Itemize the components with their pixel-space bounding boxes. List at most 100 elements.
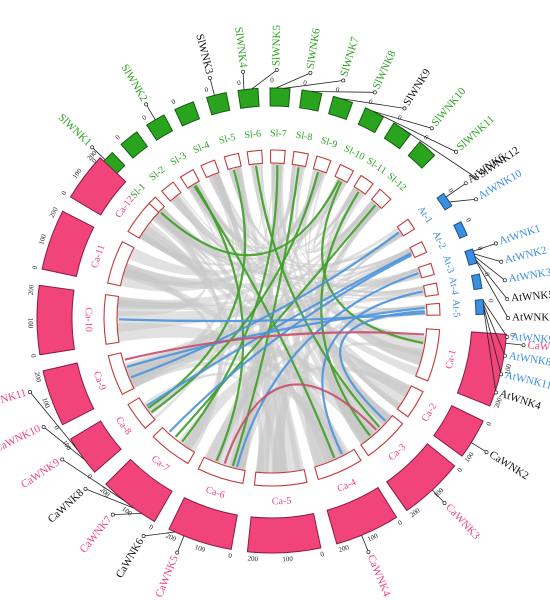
gene-label-slwnk9: SlWNK9	[401, 67, 433, 108]
gene-dot-cawnk3	[442, 501, 447, 505]
outer-block-ca-10	[36, 284, 76, 356]
outer-block-sl-9	[328, 95, 354, 121]
gene-leader-slwnk7	[283, 80, 344, 89]
outer-block-at-1	[436, 192, 453, 211]
gene-label-slwnk1: SlWNK1	[56, 112, 94, 149]
gene-label-slwnk8: SlWNK8	[371, 48, 399, 91]
gene-link-at-1-ca-9	[130, 231, 400, 379]
tick-label-ca-1: 100	[503, 363, 513, 375]
gene-dot-cawnk8	[83, 486, 88, 491]
gene-leader-cawnk2	[471, 442, 487, 453]
gene-leader-slwnk6	[275, 72, 311, 89]
gene-leader-slwnk9	[341, 98, 405, 109]
gene-leader-cawnk3	[431, 489, 445, 504]
tick-label-ca-3: 0	[456, 466, 465, 474]
gene-label-cawnk9: CaWNK9	[19, 456, 63, 491]
inner-block-ca-2	[396, 385, 424, 418]
gene-link-sl-12-ca-7	[174, 204, 377, 438]
tick-label-sl-6: 0	[237, 79, 242, 87]
chrom-label-sl-10: Sl-10	[342, 143, 366, 163]
gene-link-at-2-ca-8	[146, 252, 412, 407]
tick-label-ca-10: 200	[27, 284, 36, 296]
outer-block-sl-5	[206, 92, 231, 116]
synteny-ribbon	[289, 164, 410, 400]
gene-dot-cawnk10	[41, 424, 46, 429]
gene-link-ca-3-ca-6	[223, 383, 378, 464]
synteny-ribbon	[337, 342, 424, 421]
gene-leader-atwnk4	[483, 309, 497, 393]
gene-leader-slwnk4	[242, 71, 245, 90]
gene-dot-atwnk2	[499, 259, 504, 264]
gene-link-at-2-ca-7	[168, 254, 413, 433]
chrom-label-sl-5: Sl-5	[218, 132, 237, 147]
chrom-label-sl-6: Sl-6	[244, 128, 262, 141]
tick-label-sl-7: 0	[270, 77, 274, 85]
gene-dot-slwnk12	[474, 176, 479, 181]
gene-label-atwnk9: AtWNK9	[511, 331, 550, 346]
gene-leader-slwnk3	[209, 77, 215, 96]
gene-dot-slwnk1	[90, 145, 95, 150]
gene-label-atwnk4: AtWNK4	[498, 388, 543, 413]
chrom-label-sl-12: Sl-12	[385, 171, 408, 194]
gene-dot-atwnk8	[503, 353, 507, 358]
inner-block-ca-1	[414, 328, 441, 382]
outer-block-sl-10	[357, 107, 385, 134]
gene-dot-atwnk11	[499, 372, 504, 377]
outer-block-sl-3	[146, 114, 174, 141]
inner-block-ca-7	[152, 426, 196, 465]
gene-link-sl-1-sl-10	[160, 179, 341, 257]
gene-label-slwnk3: SlWNK3	[193, 33, 215, 76]
chrom-label-at-5: At-5	[450, 299, 462, 318]
gene-dot-atwnk3	[503, 278, 507, 283]
gene-leader-atwnk5	[475, 259, 508, 300]
gene-label-cawnk2: CaWNK2	[487, 449, 531, 482]
inner-block-ca-8	[127, 397, 156, 429]
synteny-ribbon	[123, 186, 219, 286]
outer-block-at-3	[464, 248, 478, 266]
tick-label-ca-12: 100	[71, 167, 84, 181]
outer-block-ca-3	[386, 443, 456, 512]
synteny-ribbon	[207, 176, 345, 249]
gene-dot-cawnk11	[28, 390, 33, 394]
gene-leader-cawnk10	[43, 426, 85, 460]
chrom-label-at-4: At-4	[446, 276, 460, 296]
outer-block-at-5	[474, 298, 485, 315]
chrom-label-sl-7: Sl-7	[270, 128, 287, 140]
outer-block-sl-11	[383, 122, 412, 150]
inner-block-ca-5	[253, 468, 308, 487]
tick-label-ca-9: 100	[40, 397, 51, 410]
gene-leader-slwnk8	[311, 91, 375, 93]
synteny-ribbon	[117, 272, 422, 333]
gene-label-cawnk1: CaWNK1	[527, 339, 550, 356]
gene-leader-cawnk6	[143, 531, 175, 537]
tick-label-ca-5: 100	[282, 555, 293, 564]
synteny-ribbon	[215, 172, 305, 472]
outer-block-ca-5	[246, 513, 322, 554]
tick-label-sl-3: 0	[141, 113, 149, 122]
inner-block-sl-3	[179, 168, 200, 189]
gene-leader-cawnk9	[62, 459, 125, 501]
gene-label-cawnk3: CaWNK3	[443, 502, 482, 543]
gene-leader-atwnk9	[482, 300, 508, 338]
gene-leader-cawnk1	[505, 342, 524, 346]
gene-dot-slwnk2	[144, 102, 149, 107]
gene-leader-atwnk8	[483, 303, 506, 356]
synteny-ribbon	[146, 199, 375, 416]
gene-dot-cawnk5	[175, 550, 180, 555]
inner-block-ca-11	[107, 240, 135, 287]
tick-label-ca-11: 0	[31, 265, 40, 271]
gene-label-atwnk7: AtWNK7	[512, 312, 550, 324]
gene-label-cawnk4: CaWNK4	[365, 553, 393, 599]
gene-link-at-5-ca-9	[126, 306, 425, 368]
tick-label-at-1: 0	[446, 187, 455, 195]
tick-label-ca-5: 200	[247, 554, 259, 563]
inner-block-ca-6	[197, 456, 246, 485]
gene-label-cawnk8: CaWNK8	[46, 487, 87, 526]
inner-block-ca-12	[127, 202, 160, 239]
outer-block-at-2	[453, 221, 468, 239]
inner-block-sl-11	[353, 174, 374, 195]
gene-leader-atwnk2	[473, 253, 502, 263]
inner-block-sl-4	[200, 159, 220, 179]
tick-label-at-2: 0	[464, 217, 473, 224]
